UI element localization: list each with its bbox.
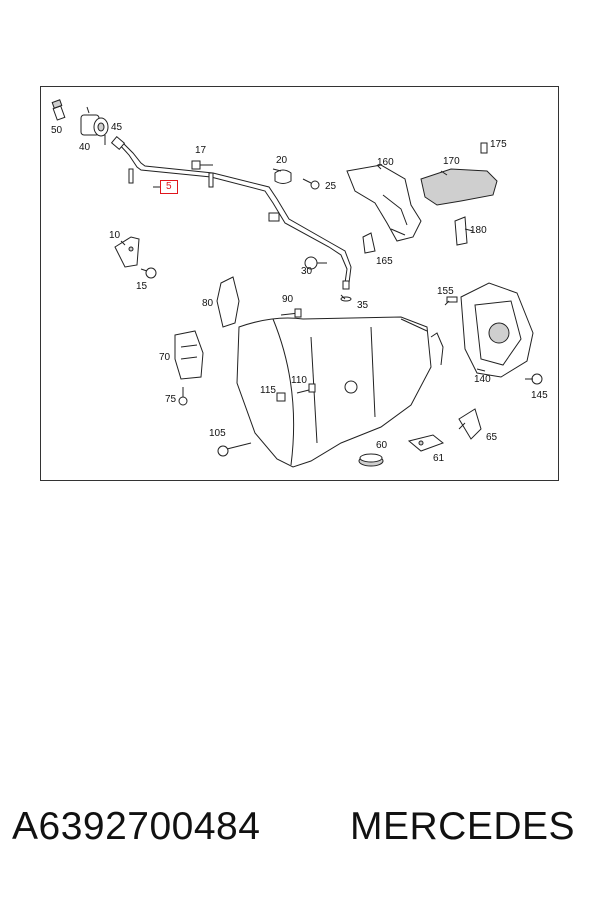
callout-80[interactable]: 80 xyxy=(202,298,214,309)
part-5-oil-tube xyxy=(110,136,352,302)
callout-35[interactable]: 35 xyxy=(357,300,369,311)
callout-175[interactable]: 175 xyxy=(490,139,507,150)
callout-61[interactable]: 61 xyxy=(433,453,445,464)
callout-20[interactable]: 20 xyxy=(276,155,288,166)
callout-45[interactable]: 45 xyxy=(111,122,123,133)
callout-180[interactable]: 180 xyxy=(470,225,487,236)
brand-name: MERCEDES xyxy=(350,805,576,848)
part-160-heat-shield xyxy=(346,164,422,242)
callout-10[interactable]: 10 xyxy=(109,230,121,241)
part-10-bracket xyxy=(114,236,140,268)
part-110-bolt xyxy=(296,383,316,394)
callout-160[interactable]: 160 xyxy=(377,157,394,168)
part-155-pin xyxy=(446,296,458,303)
callout-65[interactable]: 65 xyxy=(486,432,498,443)
callout-30[interactable]: 30 xyxy=(301,266,313,277)
callout-25[interactable]: 25 xyxy=(325,181,337,192)
callout-140[interactable]: 140 xyxy=(474,374,491,385)
part-170-heat-shield xyxy=(420,168,498,206)
part-60-plug xyxy=(358,453,384,467)
part-140-bell-housing xyxy=(460,282,534,378)
callout-70[interactable]: 70 xyxy=(159,352,171,363)
part-15-bolt xyxy=(140,267,157,279)
callout-15[interactable]: 15 xyxy=(136,281,148,292)
part-25-bolt xyxy=(302,178,320,190)
part-180-bracket xyxy=(454,216,468,246)
part-70-plate xyxy=(174,330,204,380)
parts-diagram: 50 40 45 5 17 20 25 160 170 175 180 10 1… xyxy=(40,86,559,481)
part-17-bolt xyxy=(191,160,213,170)
callout-5[interactable]: 5 xyxy=(160,180,178,194)
callout-110[interactable]: 110 xyxy=(291,375,307,386)
part-number: A6392700484 xyxy=(12,805,261,848)
callout-115[interactable]: 115 xyxy=(260,385,276,396)
part-80-cover xyxy=(216,276,240,328)
part-20-clip xyxy=(274,169,292,184)
part-75-screw xyxy=(178,387,188,406)
callout-170[interactable]: 170 xyxy=(443,156,460,167)
part-30-bolt xyxy=(304,256,327,270)
part-transmission-housing xyxy=(236,316,444,468)
callout-165[interactable]: 165 xyxy=(376,256,393,267)
part-105-bolt xyxy=(217,442,252,457)
callout-60[interactable]: 60 xyxy=(376,440,388,451)
footer: A6392700484 MERCEDES xyxy=(0,805,600,865)
callout-75[interactable]: 75 xyxy=(165,394,177,405)
part-65-cover xyxy=(458,408,482,440)
part-115-bolt xyxy=(276,392,286,402)
callout-17[interactable]: 17 xyxy=(195,145,207,156)
callout-105[interactable]: 105 xyxy=(209,428,226,439)
part-50-plug xyxy=(51,99,66,121)
callout-145[interactable]: 145 xyxy=(531,390,548,401)
callout-50[interactable]: 50 xyxy=(51,125,63,136)
callout-90[interactable]: 90 xyxy=(282,294,294,305)
part-145-bolt xyxy=(525,373,543,385)
part-61-connector xyxy=(407,434,445,452)
part-90-bolt xyxy=(280,308,302,318)
transmission-exploded-view xyxy=(51,99,543,468)
part-175-bolt xyxy=(480,142,488,154)
callout-40[interactable]: 40 xyxy=(79,142,91,153)
part-40-connector xyxy=(80,106,109,137)
callout-155[interactable]: 155 xyxy=(437,286,454,297)
part-165-bracket xyxy=(362,232,376,254)
